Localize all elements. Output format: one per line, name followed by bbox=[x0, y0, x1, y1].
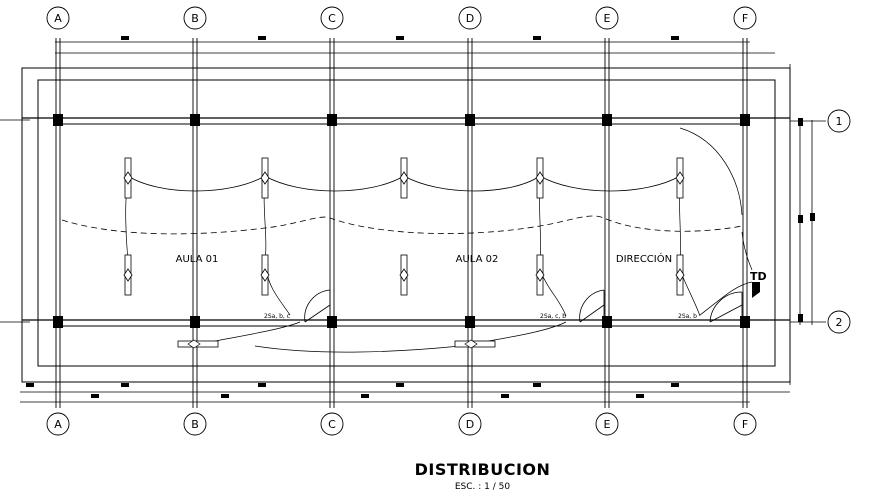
outer-wall bbox=[21, 67, 791, 383]
room-label-aula-01: AULA 01 bbox=[176, 254, 219, 265]
structural-column bbox=[602, 316, 612, 328]
svg-text:C: C bbox=[328, 418, 336, 431]
circuit-label: 2Sa, b bbox=[678, 313, 697, 320]
svg-text:B: B bbox=[191, 418, 199, 431]
dashed-circuit bbox=[61, 215, 743, 235]
axis-bubble-d-top: D bbox=[458, 6, 482, 30]
svg-text:D: D bbox=[466, 12, 474, 25]
axis-bubble-a-top: A bbox=[46, 6, 70, 30]
circuit-label: 2Sa, b, c bbox=[264, 313, 290, 320]
axis-bubble-c-top: C bbox=[320, 6, 344, 30]
svg-text:C: C bbox=[328, 12, 336, 25]
svg-text:E: E bbox=[604, 418, 611, 431]
axis-bubble-e-top: E bbox=[595, 6, 619, 30]
axis-bubble-e-bottom: E bbox=[595, 412, 619, 436]
svg-text:B: B bbox=[191, 12, 199, 25]
structural-column bbox=[53, 114, 63, 126]
circuit-label: 2Sa, c, b bbox=[540, 313, 566, 320]
structural-column bbox=[740, 316, 750, 328]
structural-column bbox=[465, 114, 475, 126]
svg-text:2: 2 bbox=[836, 316, 843, 329]
svg-text:F: F bbox=[742, 12, 748, 25]
structural-column bbox=[53, 316, 63, 328]
structural-column bbox=[190, 316, 200, 328]
svg-text:F: F bbox=[742, 418, 748, 431]
axis-bubble-b-top: B bbox=[183, 6, 207, 30]
axis-bubble-a-bottom: A bbox=[46, 412, 70, 436]
axis-bubble-f-bottom: F bbox=[733, 412, 757, 436]
axis-bubble-d-bottom: D bbox=[458, 412, 482, 436]
structural-column bbox=[327, 316, 337, 328]
panel-td-label: TD bbox=[750, 270, 767, 283]
svg-text:D: D bbox=[466, 418, 474, 431]
svg-text:A: A bbox=[54, 12, 62, 25]
structural-column bbox=[465, 316, 475, 328]
svg-text:E: E bbox=[604, 12, 611, 25]
panel-td-symbol bbox=[752, 282, 760, 298]
axis-bubble-b-bottom: B bbox=[183, 412, 207, 436]
structural-column bbox=[602, 114, 612, 126]
structural-column bbox=[327, 114, 337, 126]
axis-bubble-2: 2 bbox=[827, 310, 851, 334]
drawing-scale: ESC. : 1 / 50 bbox=[454, 482, 511, 492]
axis-bubble-c-bottom: C bbox=[320, 412, 344, 436]
inner-wall bbox=[37, 79, 776, 367]
axis-bubble-1: 1 bbox=[827, 109, 851, 133]
svg-text:1: 1 bbox=[836, 115, 843, 128]
room-label-aula-02: AULA 02 bbox=[456, 254, 499, 265]
axis-bubble-f-top: F bbox=[733, 6, 757, 30]
structural-column bbox=[190, 114, 200, 126]
structural-column bbox=[740, 114, 750, 126]
svg-text:A: A bbox=[54, 418, 62, 431]
drawing-title: DISTRIBUCION bbox=[414, 460, 551, 479]
room-label-direccion: DIRECCIÓN bbox=[616, 252, 672, 265]
